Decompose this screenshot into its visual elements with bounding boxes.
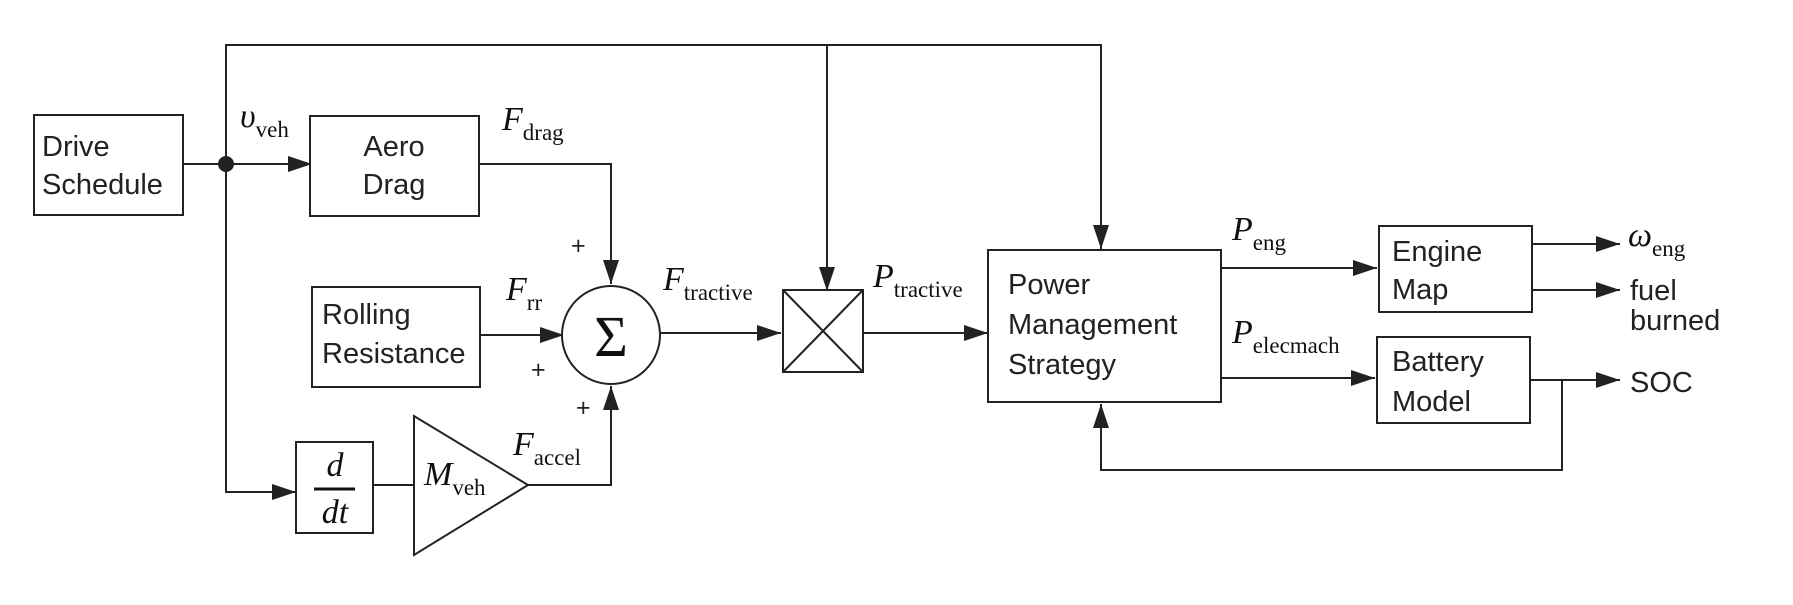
derivative-block: d dt: [295, 441, 374, 534]
label-p-tractive: Ptractive: [872, 258, 963, 302]
label-omega-eng: ωeng: [1628, 217, 1686, 261]
aero-drag-line-1: Aero: [363, 131, 424, 163]
label-fuel-burned-line-2: burned: [1630, 305, 1720, 337]
battery-model-line-1: Battery: [1392, 346, 1484, 378]
label-f-tractive: Ftractive: [662, 261, 753, 305]
engine-map-line-2: Map: [1392, 274, 1448, 306]
gain-label: Mveh: [423, 456, 486, 500]
signal-labels: υveh Fdrag Frr Faccel Ftractive Ptractiv…: [240, 98, 1720, 470]
branch-junction: [218, 156, 234, 172]
label-p-elecmach: Pelecmach: [1231, 314, 1340, 358]
sign-rr: +: [531, 356, 546, 384]
power-management-block: Power Management Strategy: [987, 249, 1222, 403]
wire-f-drag: [479, 163, 619, 284]
battery-model-block: Battery Model: [1376, 336, 1531, 424]
rolling-resistance-line-2: Resistance: [322, 338, 465, 370]
label-soc: SOC: [1630, 367, 1693, 399]
battery-model-line-2: Model: [1392, 386, 1471, 418]
label-fuel-burned-line-1: fuel: [1630, 275, 1677, 307]
derivative-numerator: d: [327, 447, 345, 484]
drive-schedule-line-1: Drive: [42, 131, 110, 163]
power-management-line-2: Management: [1008, 309, 1177, 341]
sigma-symbol: Σ: [594, 304, 628, 369]
mass-gain-block: Mveh: [413, 414, 530, 557]
power-management-line-1: Power: [1008, 269, 1091, 301]
label-p-eng: Peng: [1231, 211, 1286, 255]
derivative-denominator: dt: [322, 494, 350, 531]
label-f-rr: Frr: [505, 271, 542, 315]
engine-map-line-1: Engine: [1392, 236, 1482, 268]
label-f-drag: Fdrag: [501, 101, 564, 145]
rolling-resistance-block: Rolling Resistance: [311, 286, 481, 388]
wire-velocity-to-power-management: [225, 44, 1109, 249]
wire-f-accel: [528, 386, 619, 486]
power-management-line-3: Strategy: [1008, 349, 1116, 381]
drive-schedule-line-2: Schedule: [42, 169, 163, 201]
sum-signs: + + +: [531, 232, 591, 422]
drive-schedule-block: Drive Schedule: [33, 114, 184, 216]
rolling-resistance-line-1: Rolling: [322, 299, 411, 331]
engine-map-block: Engine Map: [1378, 225, 1533, 313]
multiplier-block: [782, 289, 864, 373]
sign-drag: +: [571, 232, 586, 260]
sign-accel: +: [576, 394, 591, 422]
aero-drag-line-2: Drag: [363, 169, 426, 201]
label-f-accel: Faccel: [512, 426, 581, 470]
connections: [183, 44, 1620, 500]
multiplier-cross-2: [782, 289, 864, 373]
label-v-veh: υveh: [240, 98, 289, 142]
wire-velocity-to-derivative: [225, 164, 296, 500]
aero-drag-block: Aero Drag: [309, 115, 480, 217]
wire-soc-feedback: [1093, 380, 1563, 471]
summing-junction: Σ: [561, 285, 661, 385]
